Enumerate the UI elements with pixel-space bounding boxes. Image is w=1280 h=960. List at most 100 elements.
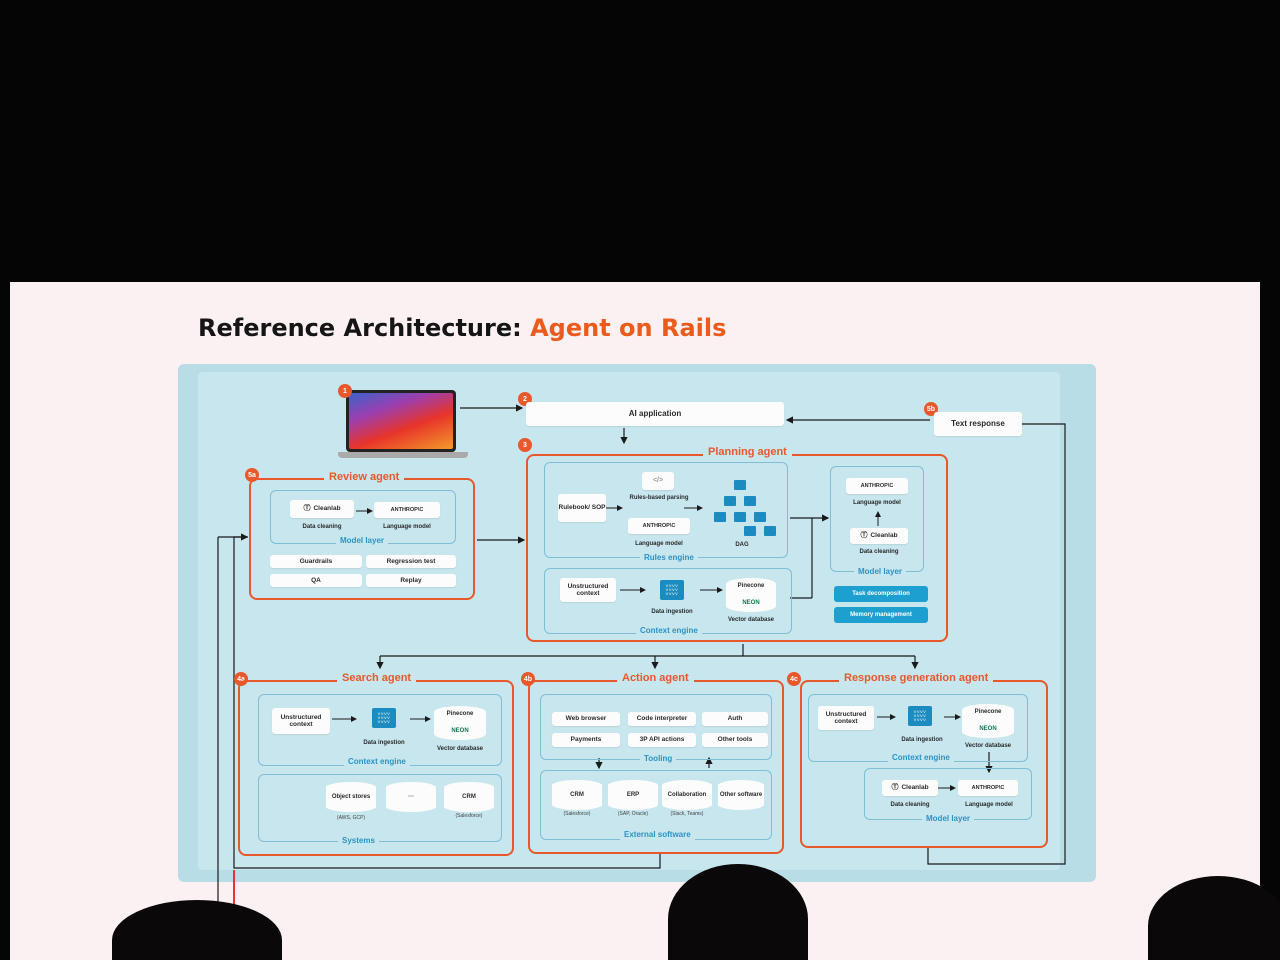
- planning-context-engine-label: Context engine: [636, 626, 702, 636]
- search-unstructured-card: Unstructured context: [272, 708, 330, 734]
- search-agent-title: Search agent: [337, 672, 417, 685]
- planning-ml-data-cleaning-label: Data cleaning: [859, 549, 899, 555]
- response-unstructured-card: Unstructured context: [818, 706, 874, 730]
- review-agent-title: Review agent: [324, 471, 405, 484]
- ext-collaboration-sub: (Slack, Teams): [670, 811, 704, 817]
- badge-1: 1: [338, 384, 352, 398]
- ext-crm-cylinder: CRM: [552, 780, 602, 810]
- rulebook-card: Rulebook/ SOP: [558, 494, 606, 522]
- rules-parsing-label: Rules-based parsing: [629, 495, 689, 501]
- action-agent-title: Action agent: [617, 672, 694, 685]
- response-vector-db-cylinder: Pinecone NEON: [962, 704, 1014, 738]
- title-prefix: Reference Architecture:: [198, 314, 522, 342]
- planning-ml-cleanlab-text: Cleanlab: [870, 532, 898, 540]
- badge-3: 3: [518, 438, 532, 452]
- web-browser-card: Web browser: [552, 712, 620, 726]
- audience-head-right: [1148, 876, 1280, 960]
- planning-vector-db-label: Vector database: [727, 617, 775, 623]
- qa-card: QA: [270, 574, 362, 587]
- response-lm-label: Language model: [965, 802, 1013, 808]
- planning-pinecone-logo: Pinecone: [737, 583, 765, 590]
- search-context-engine-label: Context engine: [344, 757, 410, 767]
- cleanlab-icon: Ⓣ: [860, 531, 868, 539]
- ext-collaboration-cylinder: Collaboration: [662, 780, 712, 810]
- search-blurred-cylinder: ⋯: [386, 782, 436, 812]
- task-decomposition-button: Task decomposition: [834, 586, 928, 602]
- response-pinecone-logo: Pinecone: [974, 709, 1002, 716]
- search-data-ingestion-label: Data ingestion: [363, 740, 405, 746]
- search-neon-logo: NEON: [451, 728, 469, 735]
- external-software-label: External software: [620, 830, 695, 840]
- api-actions-card: 3P API actions: [628, 733, 696, 747]
- cleanlab-icon: Ⓣ: [303, 504, 311, 512]
- review-lm-label: Language model: [383, 524, 431, 530]
- review-data-cleaning-label: Data cleaning: [302, 524, 342, 530]
- audience-head-left: [112, 900, 282, 960]
- response-anthropic-logo: ANTHROP\C: [958, 780, 1018, 796]
- guardrails-card: Guardrails: [270, 555, 362, 568]
- response-agent-title: Response generation agent: [839, 672, 994, 685]
- slide-title: Reference Architecture: Agent on Rails: [198, 314, 726, 342]
- replay-card: Replay: [366, 574, 456, 587]
- regression-test-card: Regression test: [366, 555, 456, 568]
- ext-crm-sub: (Salesforce): [563, 811, 591, 817]
- review-model-layer-label: Model layer: [336, 536, 389, 546]
- badge-4c: 4c: [787, 672, 801, 686]
- ai-application-box: AI application: [526, 402, 784, 426]
- audience-head-center: [668, 864, 808, 960]
- search-pinecone-logo: Pinecone: [446, 711, 474, 718]
- search-systems-label: Systems: [338, 836, 379, 846]
- auth-card: Auth: [702, 712, 768, 726]
- laptop-icon: [346, 390, 456, 452]
- response-context-engine-label: Context engine: [888, 753, 954, 763]
- planning-ml-lm-label: Language model: [853, 500, 901, 506]
- code-icon: </>: [642, 472, 674, 490]
- search-crm-cylinder: CRM: [444, 782, 494, 812]
- search-vector-db-cylinder: Pinecone NEON: [434, 706, 486, 740]
- review-cleanlab-text: Cleanlab: [313, 505, 341, 513]
- planning-lm-label: Language model: [635, 541, 683, 547]
- cleanlab-icon: Ⓣ: [891, 783, 899, 791]
- code-interpreter-card: Code interpreter: [628, 712, 696, 726]
- planning-model-layer-label: Model layer: [854, 567, 907, 577]
- object-stores-cylinder: Object stores: [326, 782, 376, 812]
- response-neon-logo: NEON: [979, 726, 997, 733]
- title-accent: Agent on Rails: [530, 314, 727, 342]
- laptop-base: [338, 452, 468, 458]
- planning-neon-logo: NEON: [742, 600, 760, 607]
- planning-ml-anthropic-logo: ANTHROP\C: [846, 478, 908, 494]
- ext-erp-cylinder: ERP: [608, 780, 658, 810]
- ext-erp-sub: (SAP, Oracle): [617, 811, 649, 817]
- response-cleanlab-text: Cleanlab: [901, 784, 929, 792]
- response-vector-db-label: Vector database: [964, 743, 1012, 749]
- review-anthropic-logo: ANTHROP\C: [374, 502, 440, 518]
- memory-management-button: Memory management: [834, 607, 928, 623]
- dag-label: DAG: [735, 542, 749, 548]
- response-data-cleaning-label: Data cleaning: [890, 802, 930, 808]
- search-systems-box: [258, 774, 502, 842]
- planning-anthropic-logo: ANTHROP\C: [628, 518, 690, 534]
- search-vector-db-label: Vector database: [436, 746, 484, 752]
- planning-agent-title: Planning agent: [703, 446, 792, 459]
- object-stores-sub: (AWS, GCP): [336, 815, 366, 821]
- search-crm-sub: (Salesforce): [455, 813, 483, 819]
- payments-card: Payments: [552, 733, 620, 747]
- text-response-box: Text response: [934, 412, 1022, 436]
- response-data-ingestion-label: Data ingestion: [901, 737, 943, 743]
- planning-vector-db-cylinder: Pinecone NEON: [726, 578, 776, 612]
- response-model-layer-label: Model layer: [922, 814, 975, 824]
- tooling-label: Tooling: [640, 754, 677, 764]
- tooling-box: [540, 694, 772, 760]
- planning-unstructured-card: Unstructured context: [560, 578, 616, 602]
- other-tools-card: Other tools: [702, 733, 768, 747]
- planning-data-ingestion-label: Data ingestion: [651, 609, 693, 615]
- ext-other-software-cylinder: Other software: [718, 780, 764, 810]
- rules-engine-label: Rules engine: [640, 553, 698, 563]
